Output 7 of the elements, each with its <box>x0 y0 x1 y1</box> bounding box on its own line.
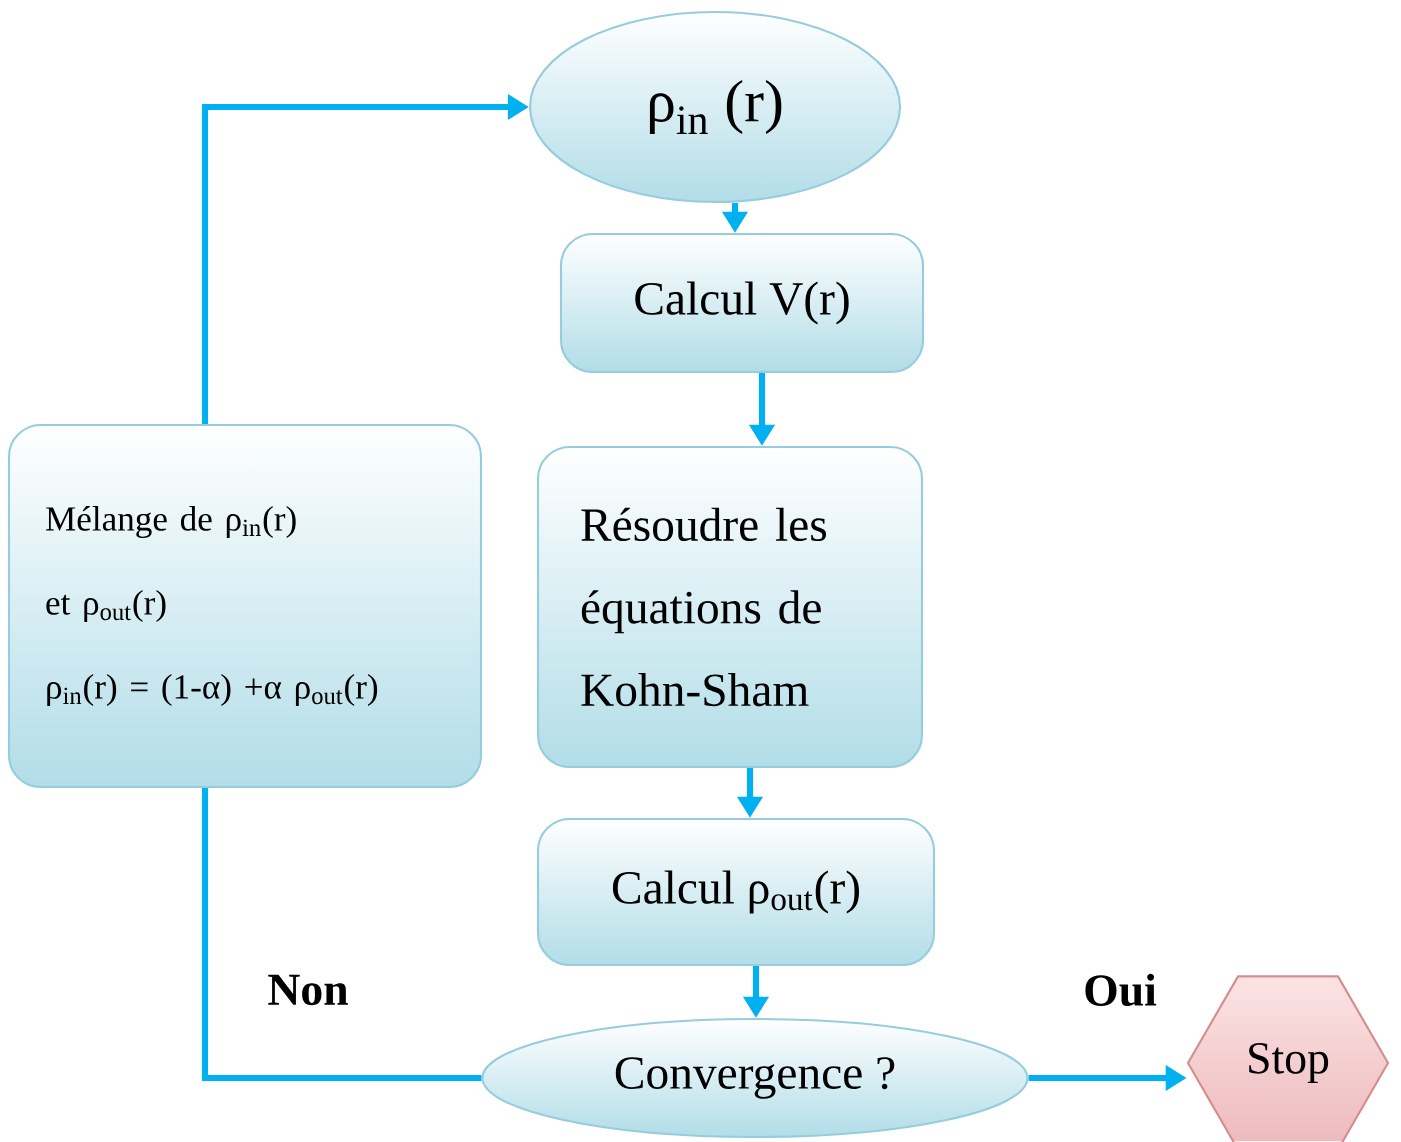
process-box: Mélange de ρ$_{in}$(r) et ρ$_{out}$(r) ρ$_{in}$(r) = (1-α) +α ρ$_{out}$(r) <box>7 423 483 789</box>
process-box: Calcul ρ$_{out}$(r) <box>536 817 936 967</box>
process-box: Calcul V(r) <box>559 232 925 374</box>
stop-hexagon: Stop <box>1186 975 1390 1142</box>
edge-label: Oui <box>1079 970 1161 1010</box>
edge-label: Non <box>263 971 353 1009</box>
process-box: Résoudre les équations de Kohn-Sham <box>536 445 924 769</box>
